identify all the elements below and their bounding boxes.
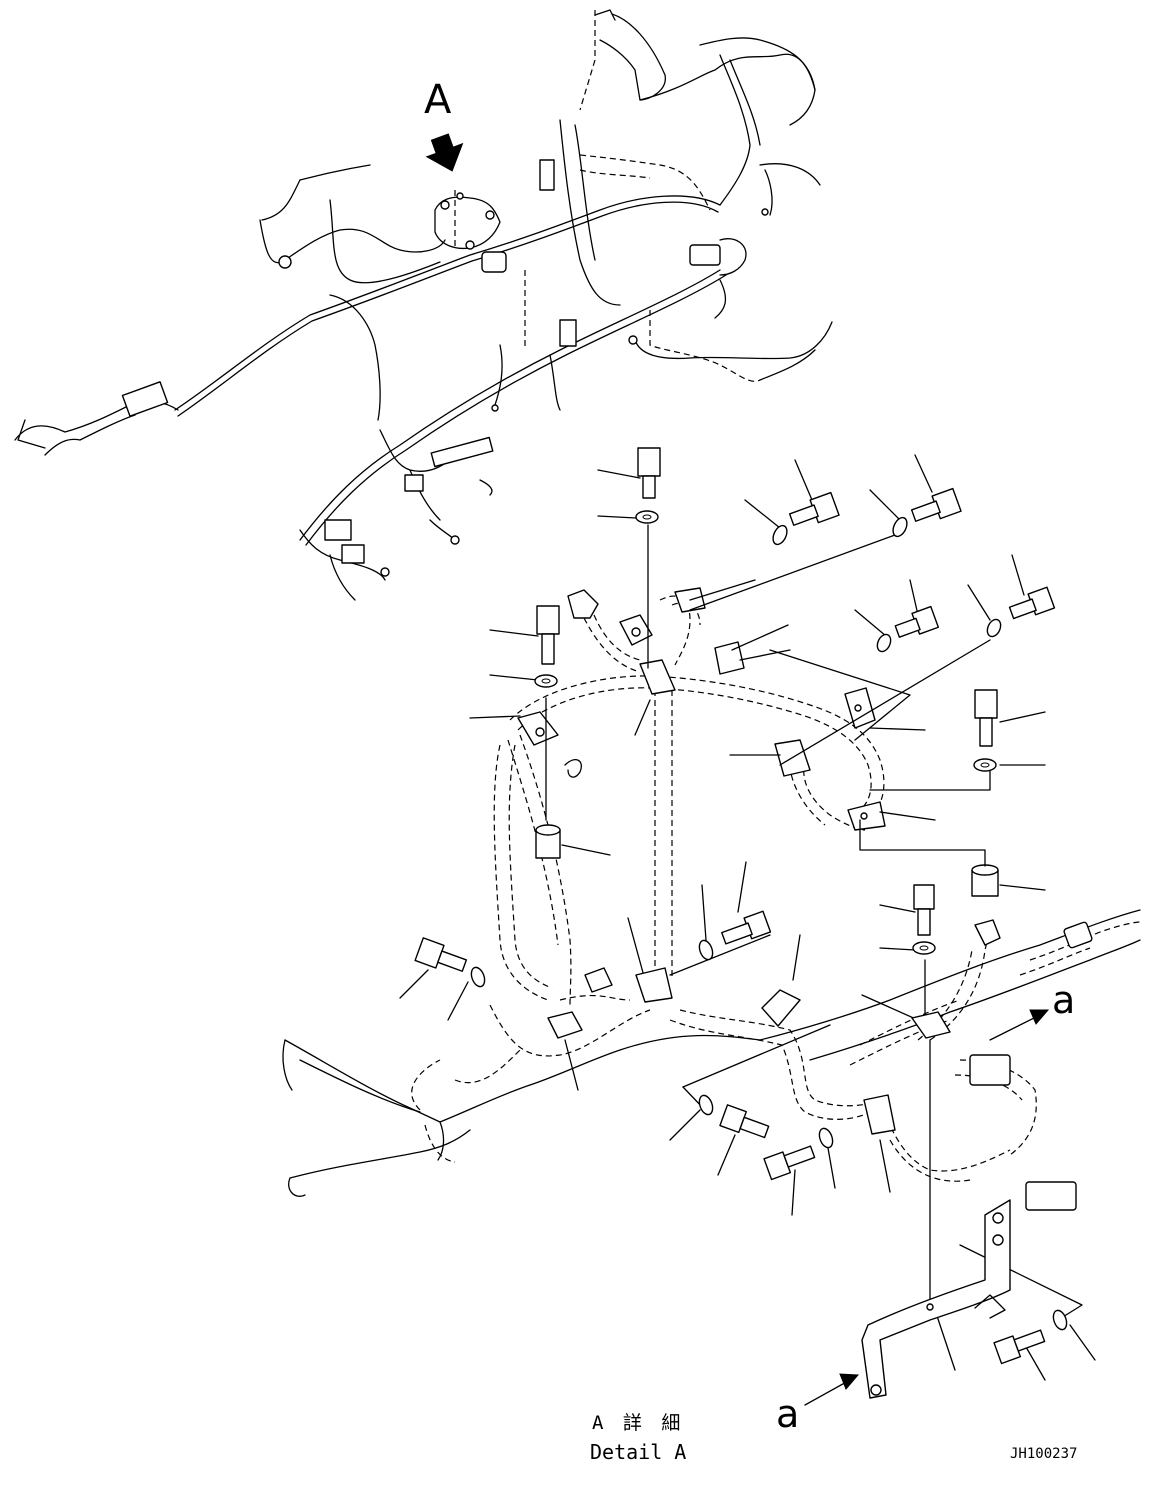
bolt-8	[1008, 586, 1056, 620]
clamp-3	[714, 641, 745, 675]
view-marker-label: A	[424, 77, 452, 123]
detail-caption-english: Detail A	[590, 1440, 687, 1464]
reference-a-bottom-label: a	[776, 1392, 800, 1436]
washer-hardware	[470, 510, 1068, 1331]
bolt-1	[637, 447, 661, 499]
drawing-number: JH100237	[1010, 1446, 1078, 1462]
spacer-right	[971, 864, 999, 897]
bolt-hardware	[414, 447, 1056, 1365]
right-arrow-icon-bottom	[804, 1373, 860, 1406]
bolt-11	[719, 1104, 770, 1139]
clamp-1	[619, 614, 653, 646]
bolt-7	[894, 605, 940, 638]
clamp-12	[911, 1011, 951, 1039]
frame-member	[282, 909, 1141, 1399]
clamp-8	[847, 801, 886, 831]
detail-caption-japanese: A 詳 細	[592, 1412, 685, 1434]
clamp-13	[863, 1094, 896, 1135]
bolt-3	[974, 689, 998, 747]
clamp-11	[761, 989, 801, 1027]
clamp-4	[639, 659, 676, 695]
bracket	[861, 1199, 1011, 1399]
bolt-5	[788, 491, 840, 526]
right-arrow-icon	[989, 1009, 1050, 1041]
bolt-2	[536, 605, 560, 665]
bolt-4	[913, 884, 935, 936]
clamp-5	[517, 711, 559, 746]
reference-a-right-label: a	[1052, 978, 1076, 1022]
bolt-10	[414, 937, 468, 972]
spacer-left	[535, 824, 561, 859]
bolt-9	[721, 910, 772, 945]
clamp-9	[547, 1011, 583, 1039]
clamp-10	[635, 967, 673, 1003]
down-arrow-icon	[425, 133, 464, 172]
overview-harness	[14, 9, 833, 601]
clamp-7	[844, 687, 876, 729]
bolt-13	[993, 1329, 1046, 1365]
detail-a-harness	[399, 454, 1096, 1381]
bolt-12	[763, 1145, 816, 1181]
bolt-6	[910, 487, 962, 522]
